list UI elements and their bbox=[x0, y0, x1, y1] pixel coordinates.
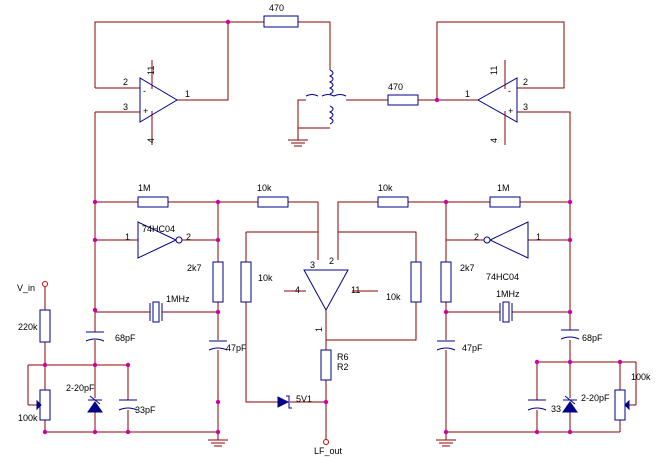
capacitor-47pf-left bbox=[208, 340, 228, 351]
potentiometer-100k-left bbox=[28, 389, 51, 421]
lf-out-terminal bbox=[323, 439, 329, 445]
capacitor-68pf-right-label: 68pF bbox=[582, 333, 603, 343]
comparator-pin4: 4 bbox=[295, 285, 300, 295]
capacitor-33pf-left bbox=[118, 399, 138, 411]
ground-right bbox=[436, 439, 456, 447]
capacitor-47pf-right-label: 47pF bbox=[462, 343, 483, 353]
resistor-2k7-right bbox=[440, 261, 452, 303]
capacitor-33pf-right bbox=[527, 399, 547, 411]
potentiometer-100k-left-label: 100k bbox=[18, 413, 38, 423]
resistor-470-mid-label: 470 bbox=[388, 82, 403, 92]
resistor-470-top bbox=[263, 15, 299, 28]
trimmer-right-label: 2-20pF bbox=[581, 393, 610, 403]
left-oscillator-wiring bbox=[45, 112, 319, 436]
comparator bbox=[303, 269, 349, 312]
resistor-470-mid bbox=[387, 94, 437, 106]
inverter-right-pin2: 2 bbox=[474, 232, 479, 242]
comparator-pin2: 2 bbox=[329, 256, 334, 266]
crystal-left-label: 1MHz bbox=[166, 294, 190, 304]
center-wiring bbox=[245, 201, 570, 440]
comparator-pin3: 3 bbox=[310, 260, 315, 270]
right-oscillator-wiring bbox=[445, 195, 620, 440]
capacitor-47pf-right bbox=[436, 340, 456, 351]
inverter-right-pin1: 1 bbox=[536, 232, 541, 242]
opamp-right-pin3: 3 bbox=[523, 102, 528, 112]
opamp-right-pin2: 2 bbox=[523, 77, 528, 87]
capacitor-68pf-left-label: 68pF bbox=[115, 333, 136, 343]
opamp-right-pin1: 1 bbox=[465, 89, 470, 99]
resistor-10k-right bbox=[377, 196, 409, 208]
opamp-left-minus: - bbox=[143, 86, 146, 96]
resistor-10k-vertical-right-label: 10k bbox=[386, 292, 401, 302]
vin-label: V_in bbox=[17, 283, 35, 293]
resistor-10k-vertical-left-label: 10k bbox=[258, 273, 273, 283]
comparator-pin11: 11 bbox=[351, 285, 360, 295]
opamp-left-pin1: 1 bbox=[185, 89, 190, 99]
resistor-10k-right-label: 10k bbox=[378, 183, 393, 193]
potentiometer-100k-right-label: 100k bbox=[631, 372, 651, 382]
left-opamp-feedback-wiring bbox=[94, 21, 331, 101]
crystal-right-label: 1MHz bbox=[496, 289, 520, 299]
crystal-right bbox=[499, 301, 513, 323]
capacitor-68pf-left bbox=[85, 331, 105, 342]
inverter-left-label: 74HC04 bbox=[142, 224, 175, 234]
opamp-right-minus: - bbox=[508, 86, 511, 96]
capacitor-33pf-left-label: 33pF bbox=[135, 405, 156, 415]
resistor-10k-left-label: 10k bbox=[257, 183, 272, 193]
resistor-10k-vertical-right bbox=[410, 261, 422, 303]
resistor-2k7-right-label: 2k7 bbox=[460, 263, 475, 273]
opamp-left-pin4: 4 bbox=[146, 138, 156, 143]
resistor-220k-label: 220k bbox=[18, 322, 38, 332]
transformer bbox=[297, 69, 388, 140]
vin-input bbox=[39, 281, 51, 365]
resistor-r6-r2 bbox=[320, 340, 332, 381]
left-tuning-network bbox=[27, 364, 129, 432]
ground-left bbox=[208, 432, 228, 447]
resistor-10k-vertical-left bbox=[240, 261, 252, 303]
opamp-left-plus: + bbox=[143, 106, 148, 116]
opamp-left bbox=[95, 60, 178, 145]
resistor-1m-left-label: 1M bbox=[138, 183, 151, 193]
trimmer-left-label: 2-20pF bbox=[66, 383, 95, 393]
zener-label: 5V1 bbox=[296, 394, 312, 404]
resistor-10k-left bbox=[257, 196, 289, 208]
crystal-left bbox=[149, 301, 163, 323]
resistor-470-top-label: 470 bbox=[269, 3, 284, 13]
resistor-r6-label: R6 bbox=[337, 352, 349, 362]
opamp-left-pin11: 11 bbox=[146, 66, 156, 75]
opamp-right bbox=[436, 21, 571, 195]
opamp-right-pin11: 11 bbox=[489, 66, 499, 75]
resistor-2k7-left bbox=[212, 261, 224, 303]
ground-transformer bbox=[288, 139, 308, 147]
capacitor-47pf-left-label: 47pF bbox=[226, 343, 247, 353]
comparator-pin1: 1 bbox=[314, 327, 324, 332]
capacitor-68pf-right bbox=[560, 329, 580, 340]
resistor-1m-right bbox=[489, 196, 521, 208]
inverter-left bbox=[137, 221, 183, 259]
inverter-right-label: 74HC04 bbox=[486, 272, 519, 282]
zener-diode bbox=[277, 395, 292, 409]
opamp-right-plus: + bbox=[508, 106, 513, 116]
inverter-left-pin2: 2 bbox=[186, 232, 191, 242]
resistor-1m-right-label: 1M bbox=[497, 183, 510, 193]
capacitor-33pf-right-label: 33 bbox=[551, 404, 561, 414]
trimmer-capacitor-right bbox=[562, 395, 578, 413]
resistor-1m-left bbox=[137, 196, 169, 208]
opamp-right-pin4: 4 bbox=[489, 138, 499, 143]
inverter-left-pin1: 1 bbox=[125, 232, 130, 242]
opamp-left-pin2: 2 bbox=[123, 77, 128, 87]
inverter-right bbox=[483, 221, 529, 259]
opamp-left-pin3: 3 bbox=[123, 102, 128, 112]
lf-out-label: LF_out bbox=[314, 446, 343, 456]
junction-dots bbox=[42, 19, 623, 435]
resistor-2k7-left-label: 2k7 bbox=[187, 263, 202, 273]
potentiometer-100k-right bbox=[614, 389, 636, 421]
resistor-r2-label: R2 bbox=[337, 362, 349, 372]
trimmer-capacitor-left bbox=[87, 395, 103, 413]
